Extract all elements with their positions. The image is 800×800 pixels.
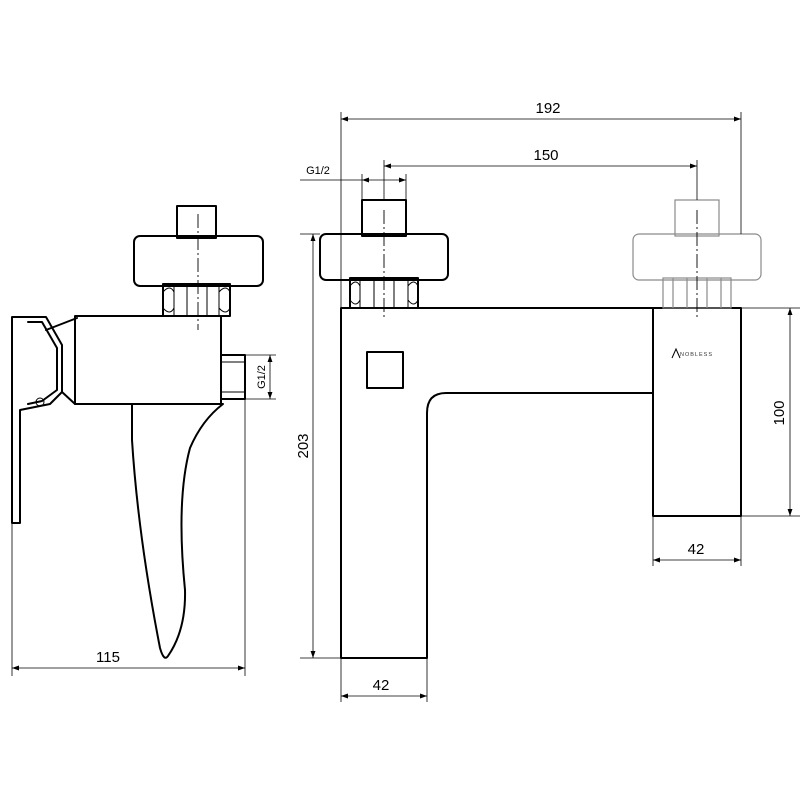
side-connection-disc — [133, 235, 264, 287]
front-center-distance-label: 150 — [533, 147, 558, 164]
side-inlet-pipe — [176, 205, 217, 239]
lever-handle — [131, 403, 224, 659]
wall-plate — [11, 316, 63, 524]
lever-neck — [45, 317, 78, 405]
front-square-mark — [366, 351, 404, 389]
side-hex-nut — [162, 283, 231, 317]
wall-plate-inner — [27, 321, 58, 405]
front-body-width-label: 42 — [373, 677, 390, 694]
side-body — [74, 315, 222, 405]
brand-logo: NOBLESS — [680, 352, 713, 358]
front-right-connection-ghost — [632, 199, 762, 320]
front-view: NOBLESS 192 — [295, 100, 800, 702]
side-thread-label: G1/2 — [256, 365, 268, 389]
side-view: G1/2 115 — [11, 205, 276, 676]
right-block-height-label: 100 — [771, 400, 788, 425]
front-left-connection — [319, 199, 449, 320]
side-outlet — [220, 354, 246, 400]
side-depth-label: 115 — [96, 649, 120, 666]
front-body — [340, 307, 654, 659]
front-thread-label: G1/2 — [306, 165, 330, 177]
front-height-label: 203 — [295, 433, 312, 458]
front-right-block — [652, 307, 742, 517]
front-width-label: 192 — [535, 100, 560, 117]
right-block-width-label: 42 — [688, 541, 705, 558]
